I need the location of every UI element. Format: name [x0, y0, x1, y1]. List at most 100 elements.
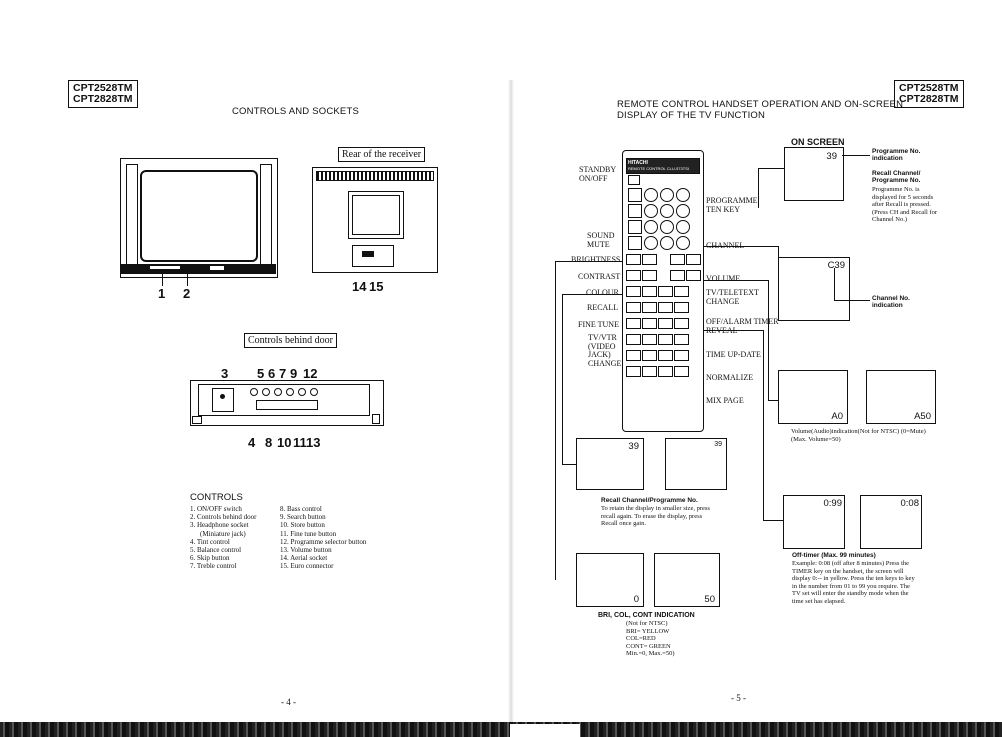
section-title-right: REMOTE CONTROL HANDSET OPERATION AND ON-… — [617, 99, 903, 121]
screen-programme-no: 39 — [784, 147, 844, 201]
list-item: 2. Controls behind door — [190, 513, 257, 522]
model-name: CPT2528TM — [899, 82, 959, 94]
controls-heading: CONTROLS — [190, 492, 243, 503]
label-tvvtr: TV/VTR (VIDEO JACK) CHANGE — [588, 333, 622, 368]
recall-caption-title: Recall Channel/Programme No. — [601, 497, 698, 504]
model-name: CPT2828TM — [73, 93, 133, 105]
screen-text: 0:08 — [900, 498, 920, 509]
callout-13: 13 — [306, 435, 321, 450]
section-title-left: CONTROLS AND SOCKETS — [232, 106, 359, 117]
label-normalize: NORMALIZE — [706, 373, 754, 382]
screen-recall-b: 39 — [665, 438, 727, 490]
list-item: 11. Fine tune button — [280, 529, 337, 538]
page-number-left: - 4 - — [281, 697, 296, 707]
recall-caption-text: To retain the display in smaller size, p… — [601, 505, 710, 527]
remote-brand: HITACHI — [628, 160, 648, 166]
list-item: (Not for NTSC) — [626, 620, 668, 627]
callout-11: 11 — [293, 435, 307, 450]
list-item: 6. Skip button — [190, 554, 230, 563]
screen-text: 39 — [628, 441, 639, 452]
screen-bri-a: 0 — [576, 553, 644, 607]
bri-title: BRI, COL, CONT INDICATION — [598, 612, 695, 619]
screen-timer-a: 0:99 — [783, 495, 845, 549]
label-timeupdate: TIME UP-DATE — [706, 350, 761, 359]
list-item: (Miniature jack) — [200, 529, 246, 538]
keypad — [628, 188, 690, 250]
screen-text: 0:99 — [823, 498, 843, 509]
title-line: REMOTE CONTROL HANDSET OPERATION AND ON-… — [617, 99, 904, 110]
door-panel-drawing — [190, 380, 384, 432]
label-programme: PROGRAMME TEN KEY — [706, 196, 758, 214]
list-item: 12. Programme selector button — [280, 537, 367, 546]
screen-channel-no: C39 — [778, 257, 850, 321]
label-reveal: REVEAL — [706, 326, 738, 336]
remote-control: HITACHI REMOTE CONTROL CLU-573TSI — [622, 150, 704, 432]
list-item: 7. Treble control — [190, 562, 237, 571]
screen-text: C39 — [827, 260, 845, 271]
volume-caption: Volume(Audio)indication(Not for NTSC) (0… — [791, 428, 926, 443]
screen-volume-b: A50 — [866, 370, 936, 424]
controls-list-1: 1. ON/OFF switch 2. Controls behind door… — [190, 505, 290, 571]
screen-text: A50 — [914, 411, 931, 422]
screen-text: 39 — [826, 151, 837, 162]
callout-15: 15 — [369, 279, 384, 294]
list-item: 4. Tint control — [190, 537, 230, 546]
label-teletext: TV/TELETEXT CHANGE — [706, 288, 759, 306]
screen-recall-a: 39 — [576, 438, 644, 490]
recall-channel-text: Programme No. is displayed for 5 seconds… — [872, 186, 937, 223]
model-name: CPT2828TM — [899, 93, 959, 105]
bri-lines: (Not for NTSC) BRI= YELLOW COL=RED CONT=… — [626, 620, 716, 658]
list-item: 15. Euro connector — [280, 562, 334, 571]
recall-channel-title: Recall Channel/ Programme No. — [872, 170, 921, 184]
screen-text: 0 — [633, 594, 639, 605]
label-fine-tune: FINE TUNE — [578, 320, 619, 329]
label-sound-mute: SOUND MUTE — [587, 231, 615, 249]
list-item: 1. ON/OFF switch — [190, 505, 242, 513]
standby-button[interactable] — [628, 175, 640, 185]
scan-edge — [0, 722, 1002, 737]
tv-rear-drawing — [312, 167, 438, 273]
label-standby: STANDBY ON/OFF — [579, 165, 616, 183]
remote-model: REMOTE CONTROL CLU-573TSI — [628, 166, 689, 171]
label-brightness: BRIGHTNESS — [571, 255, 621, 264]
scan-edge-gap — [510, 724, 580, 737]
page-gutter — [508, 80, 514, 737]
callout-1: 1 — [158, 286, 166, 301]
tv-front-drawing — [120, 158, 278, 280]
screen-volume-a: A0 — [778, 370, 848, 424]
function-buttons — [626, 254, 701, 424]
list-item: 5. Balance control — [190, 546, 242, 555]
list-item: 9. Search button — [280, 513, 326, 522]
model-badge-left: CPT2528TM CPT2828TM — [68, 80, 138, 108]
callout-2: 2 — [183, 286, 191, 301]
rear-label: Rear of the receiver — [338, 147, 426, 162]
label-colour: COLOUR — [586, 288, 619, 297]
list-item: Min.=0, Max.=50) — [626, 650, 675, 657]
callout-8: 8 — [265, 435, 273, 450]
callout-6: 6 — [268, 366, 276, 381]
callout-5: 5 — [257, 366, 265, 381]
programme-no-label: Programme No. indication — [872, 148, 921, 162]
label-channel: CHANNEL — [706, 241, 744, 251]
callout-4: 4 — [248, 435, 256, 450]
list-item: 10. Store button — [280, 521, 325, 530]
channel-no-label: Channel No. indication — [872, 295, 910, 309]
door-label: Controls behind door — [244, 333, 337, 348]
model-badge-right: CPT2528TM CPT2828TM — [894, 80, 964, 108]
callout-7: 7 — [279, 366, 287, 381]
list-item: 14. Aerial socket — [280, 554, 328, 563]
page-number-right: - 5 - — [731, 693, 746, 703]
on-screen-heading: ON SCREEN — [791, 137, 845, 147]
label-volume: VOLUME — [706, 274, 741, 283]
title-line: DISPLAY OF THE TV FUNCTION — [617, 110, 766, 121]
callout-9: 9 — [290, 366, 298, 381]
offtimer-text: Example: 0:08 (off after 8 minutes) Pres… — [792, 560, 915, 605]
list-item: BRI= YELLOW — [626, 627, 670, 635]
callout-12: 12 — [303, 366, 318, 381]
screen-bri-b: 50 — [654, 553, 720, 607]
list-item: 3. Headphone socket — [190, 521, 249, 530]
model-name: CPT2528TM — [73, 82, 133, 94]
label-mixpage: MIX PAGE — [706, 396, 744, 405]
label-contrast: CONTRAST — [578, 272, 621, 281]
label-offtimer: OFF/ALARM TIMER — [706, 317, 779, 326]
